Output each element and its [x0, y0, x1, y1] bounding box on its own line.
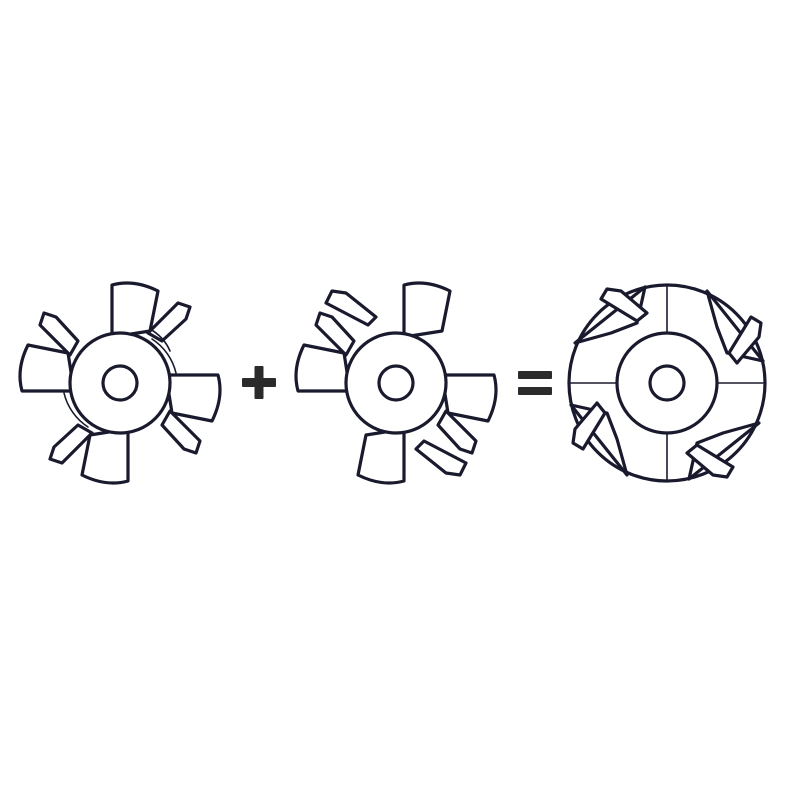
bore-hole	[101, 364, 139, 402]
equals-icon	[518, 371, 552, 395]
cutter-combined	[567, 283, 767, 483]
bore-hole	[377, 364, 415, 402]
cutter-left	[18, 281, 222, 485]
wing-top-right-b	[160, 373, 222, 455]
cutter-middle	[294, 281, 498, 485]
bore-hole	[648, 364, 686, 402]
plus-icon	[242, 366, 276, 399]
wing-bottom-left-b	[18, 311, 80, 393]
wing-bottom-left	[48, 423, 130, 485]
